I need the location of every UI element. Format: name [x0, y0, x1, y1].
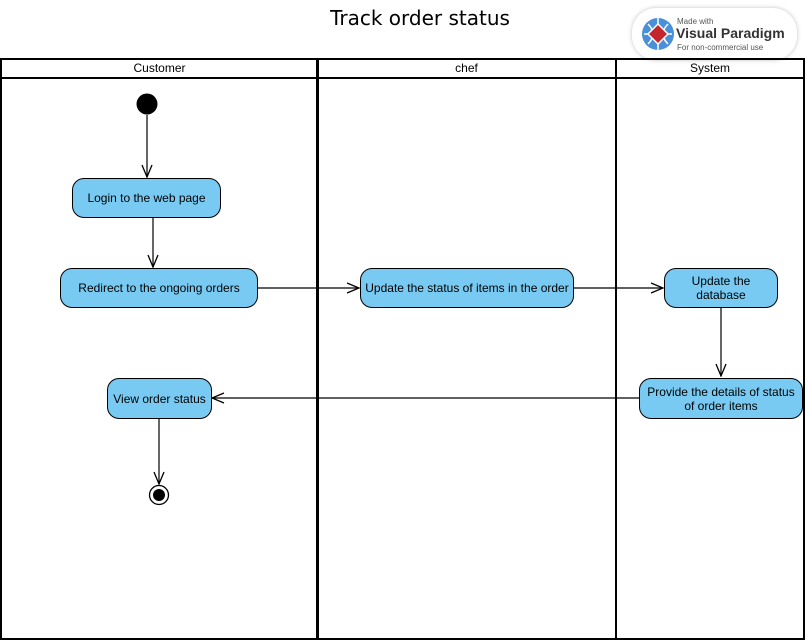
watermark-brand: Visual Paradigm: [676, 25, 785, 41]
swimlane-chef: chef: [316, 58, 617, 640]
action-redirect: Redirect to the ongoing orders: [60, 268, 258, 308]
visual-paradigm-logo-icon: [642, 18, 674, 50]
swimlane-label: System: [617, 60, 803, 79]
action-update-database: Update the database: [664, 268, 778, 308]
action-update-status: Update the status of items in the order: [360, 268, 574, 308]
action-view-status: View order status: [107, 378, 212, 419]
action-login: Login to the web page: [72, 178, 221, 218]
diagram-title: Track order status: [330, 6, 510, 30]
swimlane-label: chef: [318, 60, 615, 79]
swimlane-label: Customer: [2, 60, 317, 79]
watermark-note: For non-commercial use: [677, 43, 764, 52]
watermark-badge: Made with Visual Paradigm For non-commer…: [632, 8, 797, 60]
watermark-made-with: Made with: [677, 17, 714, 26]
action-provide-details: Provide the details of status of order i…: [639, 378, 803, 419]
swimlane-system: System: [615, 58, 805, 640]
swimlane-customer: Customer: [0, 58, 319, 640]
